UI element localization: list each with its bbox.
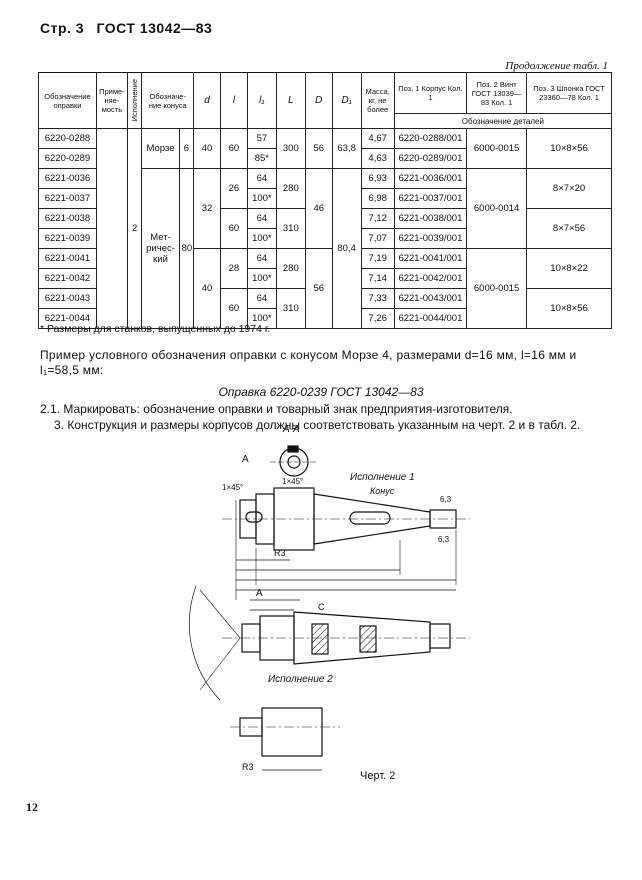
- item-3: 3. Конструкция и размеры корпусов должны…: [54, 418, 581, 432]
- example-title: Оправка 6220-0239 ГОСТ 13042—83: [218, 385, 424, 399]
- figure-caption: Черт. 2: [360, 770, 396, 782]
- col-application: Приме- няе- мость: [95, 72, 128, 129]
- section-mark-2: А: [256, 588, 263, 599]
- r3-label-2: R3: [242, 762, 254, 772]
- footnote: * Размеры для станков, выпущенных до 197…: [40, 323, 271, 335]
- standard-number: ГОСТ 13042—83: [96, 20, 213, 36]
- page-header: Стр. 3 ГОСТ 13042—83: [40, 20, 220, 36]
- section-label: А-А: [282, 424, 300, 435]
- col-pos3: Поз. 3 Шпонка ГОСТ 23360—78 Кол. 1: [526, 72, 612, 114]
- rough-label: 6,3: [440, 495, 452, 504]
- section-mark: А: [242, 454, 249, 465]
- cone-label: Конус: [370, 486, 395, 496]
- rough-label-2: 6,3: [438, 535, 450, 544]
- exec1-label: Исполнение 1: [350, 472, 415, 483]
- col-pos2: Поз. 2 Винт ГОСТ 13039—83 Кол. 1: [466, 72, 528, 114]
- col-pos1: Поз. 1 Корпус Кол. 1: [393, 72, 468, 114]
- col-cone: Обозначе- ние конуса: [141, 72, 195, 129]
- spec-table: Обозначение оправки Приме- няе- мость Ис…: [38, 72, 613, 329]
- col-mass: Масса, кг, не более: [360, 72, 395, 129]
- c-label: C: [318, 602, 325, 612]
- page-number: 12: [26, 800, 38, 814]
- table-caption: Продолжение табл. 1: [505, 60, 608, 72]
- col-d: d: [193, 72, 221, 129]
- chamfer-label: 1×45°: [222, 483, 243, 492]
- item-2-1: 2.1. Маркировать: обозначение оправки и …: [40, 402, 513, 416]
- chamfer-label-2: 1×45°: [282, 477, 303, 486]
- r3-label: R3: [274, 548, 286, 558]
- col-D: D: [304, 72, 333, 129]
- exec2-label: Исполнение 2: [268, 674, 333, 685]
- example-text: Пример условного обозначения оправки с к…: [40, 348, 577, 377]
- page-label: Стр. 3: [40, 20, 85, 36]
- col-L: L: [275, 72, 306, 129]
